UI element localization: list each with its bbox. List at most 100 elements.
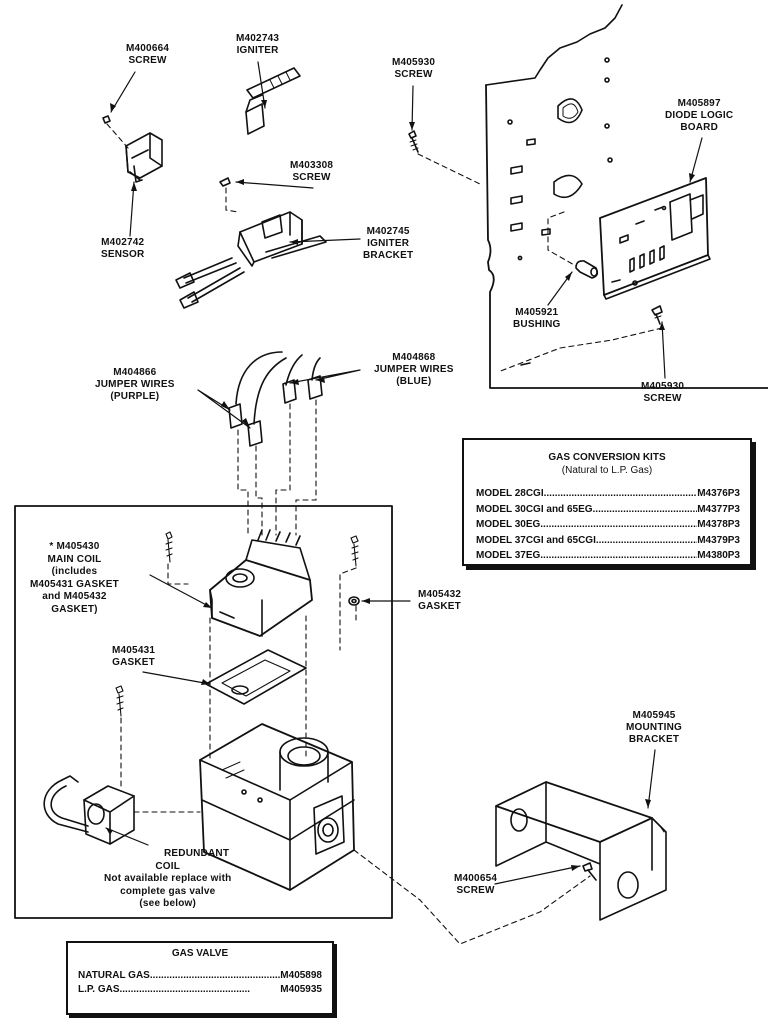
note-line: and M405432 [42, 591, 107, 602]
kit-part-number: M4377P3 [697, 503, 740, 515]
part-color: (PURPLE) [110, 391, 160, 402]
valve-assembly-enclosure [14, 505, 393, 919]
part-number: M405945 [632, 710, 676, 721]
part-name: BRACKET [628, 734, 680, 745]
arrow-heads [106, 100, 695, 871]
part-name: GASKET [112, 657, 155, 668]
gasket-small [348, 596, 360, 606]
kit-part-number: M4376P3 [697, 488, 740, 499]
model-name: MODEL 28CGI [476, 488, 544, 499]
part-number: M405921 [515, 307, 559, 318]
model-name: MODEL 30CGI and 65EG [476, 503, 593, 515]
igniter [245, 67, 301, 135]
part-name: COIL [155, 860, 181, 872]
kit-part-number: M4380P3 [697, 550, 740, 561]
callout-gasket-m405431: M405431 GASKET [112, 645, 155, 669]
part-number: M405897 [677, 98, 721, 109]
part-name: IGNITER [367, 238, 410, 249]
kit-row: MODEL 28CGI M4376P3 [476, 486, 740, 502]
part-number: M405432 [418, 589, 462, 600]
callout-redundant-coil: REDUNDANT COIL Not available replace wit… [104, 848, 231, 911]
callout-mounting-bracket: M405945 MOUNTING BRACKET [626, 710, 682, 746]
part-name: GASKET [418, 601, 461, 612]
screw-right-top [350, 535, 359, 567]
jumper-wires [228, 351, 323, 447]
valve-part-number: M405935 [280, 984, 322, 995]
sensor [125, 132, 163, 183]
note-line: (see below) [139, 898, 197, 909]
kit-part-number: M4379P3 [697, 534, 740, 546]
callout-jumper-wires-blue: M404868 JUMPER WIRES (BLUE) [374, 352, 454, 388]
callout-sensor: M402742 SENSOR [101, 237, 144, 261]
leader-dots [596, 533, 697, 549]
part-number: M400654 [454, 873, 498, 884]
callout-bushing: M405921 BUSHING [513, 307, 561, 331]
callout-screw-m405930-top: M405930 SCREW [392, 57, 435, 81]
kit-row: MODEL 37CGI and 65CGIM4379P3 [476, 533, 740, 549]
kit-row: MODEL 30CGI and 65EG M4377P3 [476, 502, 740, 518]
redundant-coil [43, 775, 135, 845]
part-number: M404866 [113, 367, 157, 378]
leader-dots [150, 969, 280, 983]
igniter-bracket [237, 211, 327, 267]
part-name: SCREW [643, 393, 682, 404]
diode-logic-board [599, 177, 711, 300]
gas-type: L.P. GAS [78, 984, 120, 995]
part-name: SCREW [456, 885, 495, 896]
callout-igniter-bracket: M402745 IGNITER BRACKET [363, 226, 413, 262]
part-number: M402745 [366, 226, 410, 237]
part-number: M402743 [236, 33, 280, 44]
callout-screw-m400654: M400654 SCREW [454, 873, 497, 897]
kits-title: GAS CONVERSION KITS [548, 452, 666, 463]
assembly-lines [106, 123, 663, 945]
part-number: M400664 [126, 43, 170, 54]
part-name: MAIN COIL [47, 553, 102, 565]
part-number: M405930 [641, 381, 685, 392]
part-number: M404868 [392, 352, 436, 363]
note-line: Not available replace with [104, 873, 232, 884]
part-name: BRACKET [363, 250, 414, 261]
kit-row: MODEL 37EG M4380P3 [476, 548, 740, 564]
part-name: DIODE LOGIC [665, 110, 734, 121]
leader-dots [540, 517, 697, 533]
mounting-bracket [495, 781, 667, 921]
callout-jumper-wires-purple: M404866 JUMPER WIRES (PURPLE) [95, 367, 175, 403]
leader-dots [120, 983, 281, 997]
igniter-leads [175, 257, 245, 309]
part-name: REDUNDANT [164, 848, 230, 859]
control-panel-plate [485, 4, 768, 389]
screw-upper-panel [408, 130, 419, 153]
part-number: M403308 [290, 160, 334, 171]
kits-subtitle: (Natural to L.P. Gas) [561, 465, 653, 476]
kit-row: MODEL 30EGM4378P3 [476, 517, 740, 533]
gas-valve-table: GAS VALVE NATURAL GASM405898 L.P. GASM40… [66, 941, 334, 1015]
part-number: M402742 [101, 237, 145, 248]
gas-conversion-kits-table: GAS CONVERSION KITS (Natural to L.P. Gas… [462, 438, 752, 566]
leader-dots [544, 486, 698, 502]
gas-valve-title: GAS VALVE [171, 948, 229, 959]
note-line: GASKET) [51, 603, 98, 615]
part-name: JUMPER WIRES [95, 379, 175, 390]
screw-redundant-coil [115, 685, 124, 717]
valve-row: L.P. GAS M405935 [78, 983, 322, 997]
gasket-main [205, 649, 307, 705]
screw-sensor [102, 115, 111, 124]
model-name: MODEL 30EG [476, 519, 541, 530]
note-line: M405431 GASKET [30, 578, 119, 590]
screw-left-top [165, 531, 173, 563]
callout-screw-m400664: M400664 SCREW [126, 43, 169, 67]
callout-screw-m403308: M403308 SCREW [290, 160, 333, 184]
screw-bracket [582, 862, 597, 881]
part-name: BUSHING [513, 319, 561, 330]
part-name: IGNITER [236, 45, 279, 56]
main-coil [209, 529, 313, 637]
callout-main-coil: * M405430 MAIN COIL (includes M405431 GA… [30, 541, 119, 616]
leader-dots [540, 548, 697, 564]
part-name: SCREW [128, 55, 167, 66]
bushing [575, 260, 599, 279]
part-name: MOUNTING [626, 722, 683, 733]
note-line: (includes [51, 566, 98, 577]
model-name: MODEL 37EG [476, 550, 541, 561]
